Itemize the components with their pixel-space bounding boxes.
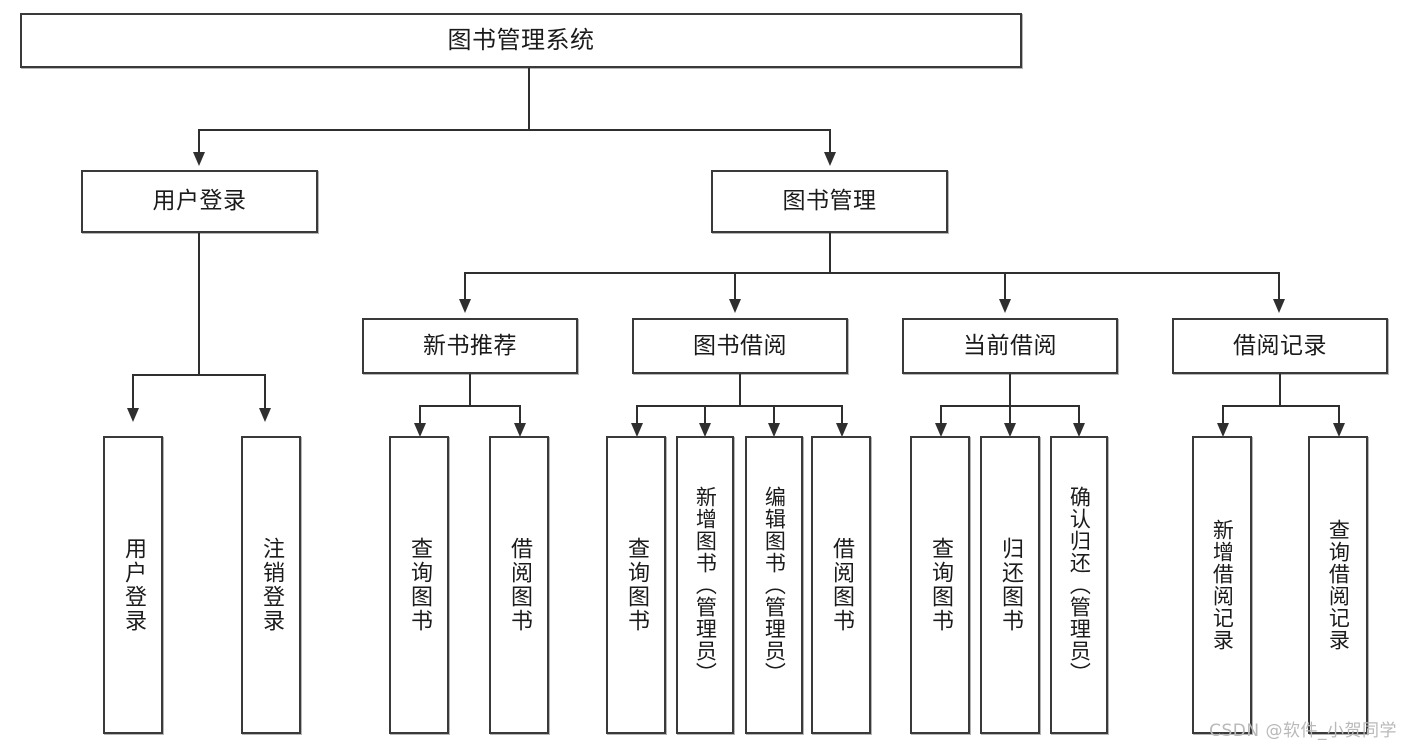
- arrow-cb-return: [1004, 423, 1016, 437]
- node-label: 查询借阅记录: [1326, 519, 1351, 651]
- node-label: 借阅记录: [1233, 332, 1327, 359]
- edge-drop-cb-return: [1009, 405, 1011, 427]
- edge-drop-br-query: [1338, 405, 1340, 427]
- node-book-borrow[interactable]: 图书借阅: [632, 318, 848, 374]
- node-borrow-record[interactable]: 借阅记录: [1172, 318, 1388, 374]
- node-label: 图书借阅: [693, 332, 787, 359]
- node-label: 借阅图书: [506, 537, 532, 633]
- edge-level3-bus: [464, 272, 1280, 274]
- leaf-cb-confirm-return-admin[interactable]: 确认归还（管理员）: [1050, 436, 1108, 734]
- arrow-current-borrow: [999, 299, 1011, 313]
- edge-drop-br-add: [1222, 405, 1224, 427]
- node-new-book-recommend[interactable]: 新书推荐: [362, 318, 578, 374]
- edge-drop-user-login: [198, 129, 200, 154]
- edge-drop-cb-confirm: [1078, 405, 1080, 427]
- edge-drop-leaf-logout: [264, 374, 266, 410]
- edge-drop-bb-borrow: [841, 405, 843, 427]
- arrow-br-query: [1333, 423, 1345, 437]
- edge-drop-current-borrow: [1004, 272, 1006, 301]
- node-label: 编辑图书（管理员）: [762, 486, 787, 684]
- arrow-bb-query: [631, 423, 643, 437]
- node-label: 用户登录: [120, 537, 146, 633]
- node-label: 确认归还（管理员）: [1067, 486, 1092, 684]
- edge-new-book-recommend-bus: [419, 405, 521, 407]
- edge-user-login-stem: [198, 233, 200, 375]
- edge-book-management-stem: [829, 233, 831, 273]
- node-label: 用户登录: [152, 188, 247, 215]
- arrow-bb-borrow: [836, 423, 848, 437]
- leaf-user-login[interactable]: 用户登录: [103, 436, 163, 734]
- node-label: 归还图书: [997, 537, 1023, 633]
- node-root-book-management-system[interactable]: 图书管理系统: [20, 13, 1022, 68]
- leaf-bb-add-book-admin[interactable]: 新增图书（管理员）: [676, 436, 734, 734]
- edge-book-borrow-bus: [636, 405, 842, 407]
- edge-drop-leaf-user-login: [132, 374, 134, 410]
- arrow-bb-edit: [768, 423, 780, 437]
- edge-borrow-record-stem: [1279, 374, 1281, 406]
- arrow-br-add: [1217, 423, 1229, 437]
- arrow-book-borrow: [729, 299, 741, 313]
- watermark: CSDN @软件_小贺同学: [1209, 721, 1397, 741]
- edge-level2-bus: [198, 129, 831, 131]
- arrow-borrow-record: [1273, 299, 1285, 313]
- arrow-bb-add: [699, 423, 711, 437]
- edge-current-borrow-stem: [1009, 374, 1011, 406]
- edge-borrow-record-bus: [1222, 405, 1340, 407]
- leaf-bb-query-book[interactable]: 查询图书: [606, 436, 666, 734]
- leaf-nbr-query-book[interactable]: 查询图书: [389, 436, 449, 734]
- node-current-borrow[interactable]: 当前借阅: [902, 318, 1118, 374]
- node-label: 查询图书: [406, 537, 432, 633]
- edge-drop-cb-query: [940, 405, 942, 427]
- edge-drop-new-book-recommend: [464, 272, 466, 301]
- edge-drop-nbr-borrow: [519, 405, 521, 427]
- node-label: 新增图书（管理员）: [693, 486, 718, 684]
- edge-drop-book-management: [829, 129, 831, 154]
- edge-drop-bb-query: [636, 405, 638, 427]
- arrow-nbr-borrow: [514, 423, 526, 437]
- edge-drop-nbr-query: [419, 405, 421, 427]
- arrow-cb-confirm: [1073, 423, 1085, 437]
- node-label: 借阅图书: [828, 537, 854, 633]
- node-label: 查询图书: [927, 537, 953, 633]
- edge-book-borrow-stem: [739, 374, 741, 406]
- arrow-leaf-user-login: [127, 408, 139, 422]
- leaf-bb-borrow-book[interactable]: 借阅图书: [811, 436, 871, 734]
- edge-drop-bb-add: [704, 405, 706, 427]
- arrow-cb-query: [935, 423, 947, 437]
- node-label: 新书推荐: [423, 332, 517, 359]
- edge-drop-borrow-record: [1278, 272, 1280, 301]
- edge-root-stem: [528, 68, 530, 130]
- node-label: 注销登录: [258, 537, 284, 633]
- arrow-nbr-query: [414, 423, 426, 437]
- node-label: 当前借阅: [963, 332, 1057, 359]
- leaf-cb-query-book[interactable]: 查询图书: [910, 436, 970, 734]
- node-label: 查询图书: [623, 537, 649, 633]
- leaf-logout[interactable]: 注销登录: [241, 436, 301, 734]
- leaf-cb-return-book[interactable]: 归还图书: [980, 436, 1040, 734]
- leaf-bb-edit-book-admin[interactable]: 编辑图书（管理员）: [745, 436, 803, 734]
- node-user-login[interactable]: 用户登录: [81, 170, 318, 233]
- arrow-leaf-logout: [259, 408, 271, 422]
- node-label: 图书管理系统: [447, 25, 595, 54]
- edge-user-login-bus: [132, 374, 266, 376]
- node-book-management[interactable]: 图书管理: [711, 170, 948, 233]
- leaf-br-query-record[interactable]: 查询借阅记录: [1308, 436, 1368, 734]
- leaf-nbr-borrow-book[interactable]: 借阅图书: [489, 436, 549, 734]
- node-label: 新增借阅记录: [1210, 519, 1235, 651]
- edge-drop-book-borrow: [734, 272, 736, 301]
- edge-drop-bb-edit: [773, 405, 775, 427]
- leaf-br-add-record[interactable]: 新增借阅记录: [1192, 436, 1252, 734]
- arrow-book-management: [824, 152, 836, 166]
- arrow-new-book-recommend: [459, 299, 471, 313]
- arrow-user-login: [193, 152, 205, 166]
- edge-new-book-recommend-stem: [469, 374, 471, 406]
- node-label: 图书管理: [782, 188, 877, 215]
